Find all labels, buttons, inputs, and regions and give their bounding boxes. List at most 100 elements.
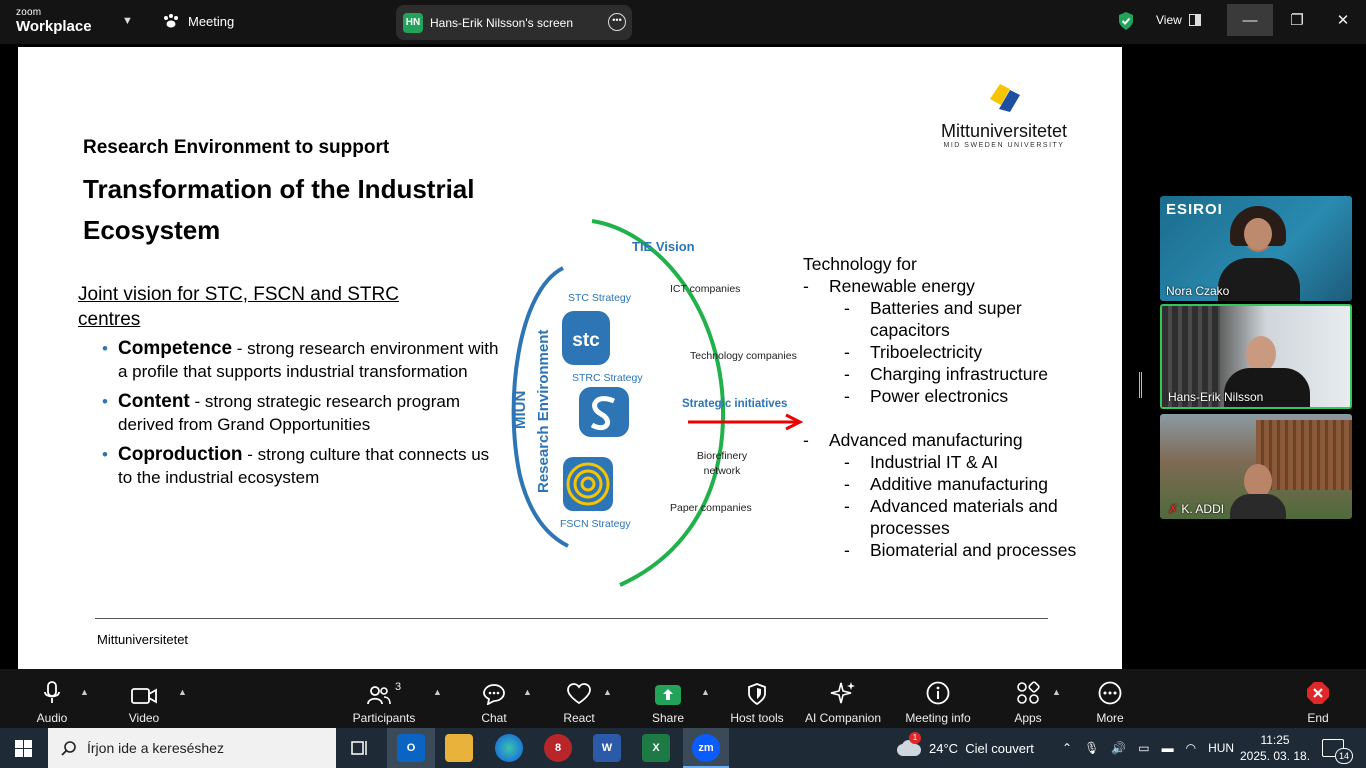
chat-options-chevron-icon[interactable]: ▲ [523, 687, 532, 697]
more-options-icon[interactable]: ••• [608, 13, 626, 31]
spacer [803, 407, 1076, 429]
curtain [1162, 306, 1220, 407]
video-button[interactable]: Video [122, 679, 166, 725]
apps-icon [1017, 681, 1040, 704]
participants-button[interactable]: 3 Participants [350, 679, 418, 725]
apps-options-chevron-icon[interactable]: ▲ [1052, 687, 1061, 697]
taskbar-search-box[interactable]: Írjon ide a kereséshez [48, 728, 336, 768]
video-tile[interactable]: ESIROI Nora Czako [1160, 196, 1352, 301]
host-tools-button[interactable]: Host tools [728, 679, 786, 725]
chevron-up-icon[interactable]: ⌃ [1062, 741, 1073, 755]
ai-companion-label: AI Companion [804, 711, 882, 725]
bullet-list: Competence - strong research environment… [102, 338, 502, 497]
participants-options-chevron-icon[interactable]: ▲ [433, 687, 442, 697]
audio-options-chevron-icon[interactable]: ▲ [80, 687, 89, 697]
avatar-body [1224, 368, 1310, 407]
research-environment-diagram: TIE Vision STC Strategy STRC Strategy FS… [511, 219, 804, 587]
task-view-icon[interactable] [351, 739, 369, 757]
react-options-chevron-icon[interactable]: ▲ [603, 687, 612, 697]
restore-button[interactable]: ❐ [1290, 12, 1304, 29]
strc-strategy-label: STRC Strategy [572, 372, 643, 384]
view-menu[interactable]: View [1156, 13, 1201, 27]
avatar-body [1230, 494, 1286, 519]
ai-companion-button[interactable]: AI Companion [802, 679, 884, 725]
word-icon[interactable]: W [593, 734, 621, 762]
speaker-icon[interactable]: 🔊 [1111, 741, 1127, 755]
host-tools-shield-icon [748, 683, 766, 705]
microphone-tray-icon[interactable]: 🎙 [1084, 741, 1100, 755]
brand-line2: Workplace [16, 18, 92, 35]
minimize-button[interactable]: — [1227, 4, 1273, 36]
list-item: -Renewable energy [803, 275, 1076, 297]
video-tile[interactable]: ✗ K. ADDI [1160, 414, 1352, 519]
chevron-down-icon[interactable]: ▼ [122, 15, 133, 27]
screen-share-label: Hans-Erik Nilsson's screen [430, 15, 573, 30]
notification-icon: 14 [1322, 739, 1353, 764]
logo-name: Mittuniversitetet [940, 121, 1068, 141]
dash: - [844, 496, 850, 516]
sharer-avatar: HN [403, 12, 423, 33]
sparkle-icon [830, 682, 855, 704]
file-explorer-icon[interactable] [445, 734, 473, 762]
battery-icon[interactable]: ▬ [1161, 741, 1174, 755]
meeting-info-button[interactable]: Meeting info [902, 679, 974, 725]
apps-button[interactable]: Apps [1012, 679, 1044, 725]
list-item: -Industrial IT & AI [803, 451, 1076, 473]
windows-taskbar: Írjon ide a kereséshez O 8 W X zm 1 24°C… [0, 728, 1366, 768]
cloud-icon: 1 [897, 732, 921, 756]
excel-icon[interactable]: X [642, 734, 670, 762]
dash: - [844, 540, 850, 560]
edge-browser-icon[interactable] [495, 734, 523, 762]
bullet-head: Content [118, 391, 190, 412]
close-button[interactable]: ✕ [1336, 12, 1350, 29]
more-label: More [1096, 711, 1124, 725]
bullet-text: - strong culture that connects us to the… [118, 445, 490, 487]
panel-resize-handle[interactable] [1139, 372, 1142, 398]
fscn-strategy-label: FSCN Strategy [560, 518, 631, 530]
outlook-icon[interactable]: O [397, 734, 425, 762]
dash: - [844, 298, 850, 318]
item-label: Power electronics [870, 386, 1009, 406]
joint-vision-heading: Joint vision for STC, FSCN and STRC cent… [78, 284, 399, 330]
strategic-initiatives-label: Strategic initiatives [682, 398, 787, 410]
react-label: React [563, 711, 595, 725]
input-language[interactable]: HUN [1208, 741, 1235, 755]
chat-button[interactable]: Chat [476, 679, 512, 725]
zoom-app-icon[interactable]: zm [692, 734, 720, 762]
group-label: Renewable energy [829, 276, 975, 296]
dash: - [844, 386, 850, 406]
app-red-icon[interactable]: 8 [544, 734, 572, 762]
miun-label: MIUN [512, 391, 529, 429]
video-options-chevron-icon[interactable]: ▲ [178, 687, 187, 697]
participants-icon [367, 686, 391, 705]
tie-vision-label: TIE Vision [632, 239, 695, 254]
dash: - [844, 474, 850, 494]
shared-screen-slide: Mittuniversitetet MID SWEDEN UNIVERSITY … [18, 47, 1122, 669]
clock[interactable]: 11:25 2025. 03. 18. [1240, 728, 1310, 768]
logo-subtitle: MID SWEDEN UNIVERSITY [943, 142, 1065, 149]
list-item: Content - strong strategic research prog… [102, 391, 502, 436]
react-button[interactable]: React [560, 679, 598, 725]
dash: - [803, 430, 809, 450]
share-options-chevron-icon[interactable]: ▲ [701, 687, 710, 697]
stc-logo: stc [562, 311, 610, 365]
more-button[interactable]: More [1094, 679, 1126, 725]
video-tile-active-speaker[interactable]: Hans-Erik Nilsson [1160, 304, 1352, 409]
bullet-head: Competence [118, 338, 233, 359]
zoom-workplace-logo[interactable]: zoom Workplace [16, 8, 92, 35]
bullet-head: Coproduction [118, 444, 243, 465]
list-item: -Additive manufacturing [803, 473, 1076, 495]
screen-share-pill[interactable]: HN Hans-Erik Nilsson's screen ••• [396, 5, 632, 40]
share-button[interactable]: Share [650, 679, 686, 725]
wifi-icon[interactable]: ◠ [1185, 741, 1197, 755]
end-meeting-button[interactable]: End [1302, 679, 1334, 725]
weather-widget[interactable]: 1 24°C Ciel couvert [897, 728, 1034, 768]
windows-start-icon[interactable] [15, 740, 32, 757]
grid-view-icon [1188, 14, 1201, 26]
display-icon[interactable]: ▭ [1138, 741, 1150, 755]
list-item: -Batteries and super [803, 297, 1076, 319]
meeting-menu[interactable]: Meeting [162, 13, 234, 29]
audio-button[interactable]: Audio [30, 679, 74, 725]
security-shield-icon[interactable] [1117, 11, 1135, 31]
notifications-button[interactable]: 14 [1322, 728, 1353, 768]
